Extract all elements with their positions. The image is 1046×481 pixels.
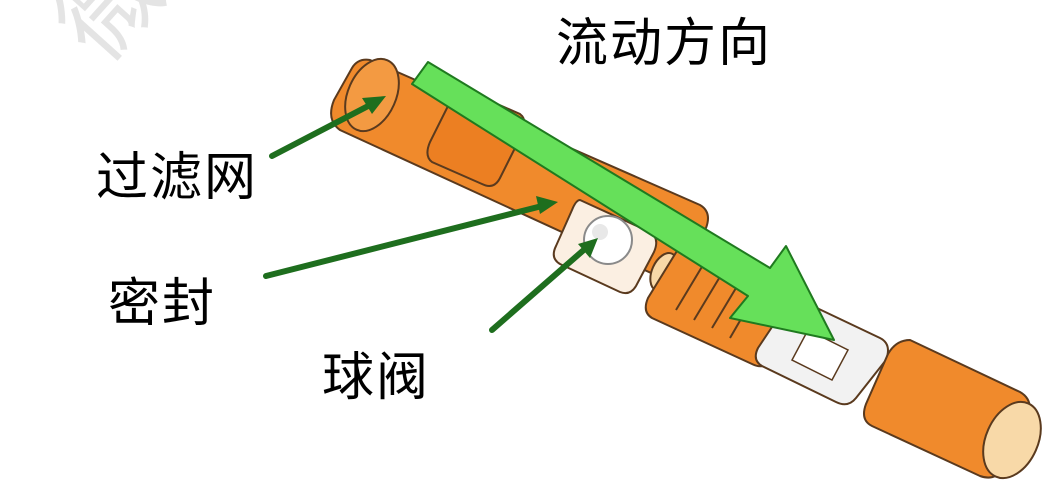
- leader-arrowhead-seal: [536, 196, 558, 214]
- valve-body: [330, 57, 1042, 480]
- filter-screen-label: 过滤网: [96, 148, 259, 208]
- flow-direction-label: 流动方向: [556, 14, 773, 74]
- leader-lines: [263, 96, 598, 333]
- seal-label: 密封: [108, 274, 217, 334]
- ball-valve-icon: [583, 215, 633, 265]
- leader-arrowhead-filter: [362, 96, 386, 114]
- leader-line-filter: [269, 101, 375, 159]
- tube-right-end: [982, 400, 1042, 480]
- flow-direction-arrow-icon: [411, 61, 835, 341]
- leader-line-ball: [489, 245, 589, 333]
- leader-line-seal: [263, 203, 545, 279]
- ball-valve-label: 球阀: [322, 348, 431, 408]
- leader-arrowhead-ball: [578, 238, 598, 258]
